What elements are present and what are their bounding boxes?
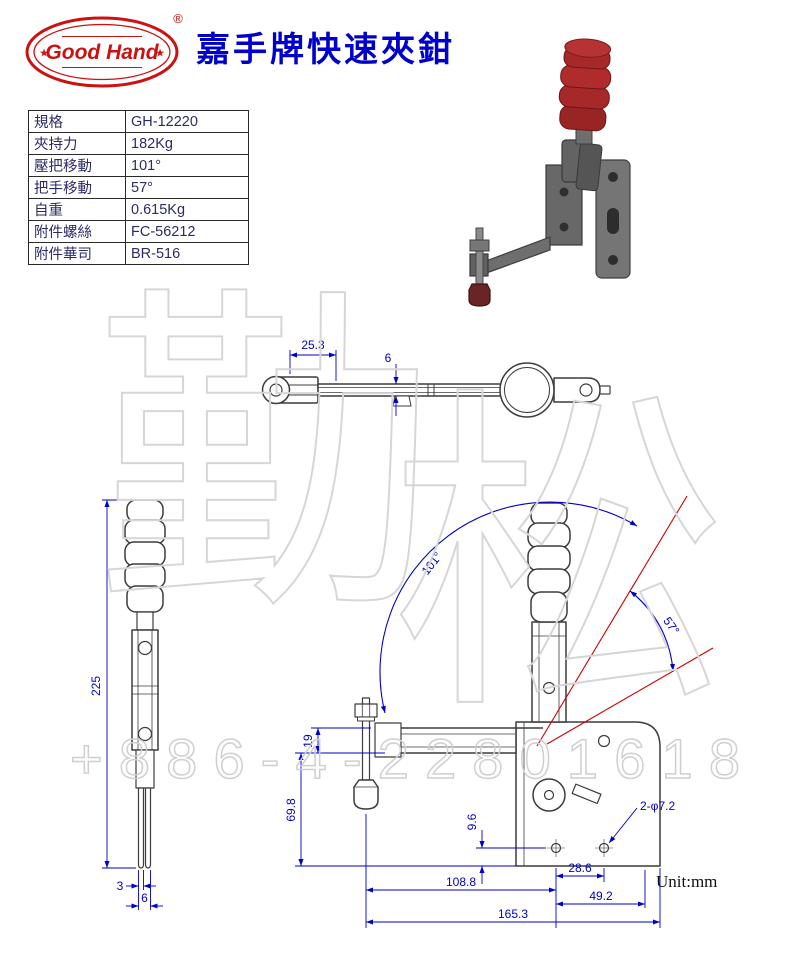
page-title: 嘉手牌快速夾鉗 <box>196 32 455 69</box>
table-row: 把手移動 57° <box>28 176 249 199</box>
spec-label: 自重 <box>28 198 126 221</box>
spec-label: 附件螺絲 <box>28 220 126 243</box>
dim-label-hole-to-edge: 49.2 <box>589 889 613 903</box>
spec-label: 規格 <box>28 110 126 133</box>
table-row: 自重 0.615Kg <box>28 198 249 221</box>
top-view-drawing: 25.3 6 <box>261 338 611 418</box>
table-row: 規格 GH-12220 <box>28 110 249 133</box>
top-view-part <box>261 362 611 418</box>
dim-label-bar-width: 6 <box>385 351 392 365</box>
dim-label-hole-offset: 9.6 <box>465 813 479 830</box>
front-view-part <box>353 502 661 867</box>
registered-mark: ® <box>173 11 183 26</box>
spec-table: 規格 GH-12220 夾持力 182Kg 壓把移動 101° 把手移動 57°… <box>28 110 249 265</box>
dim-label-top-width: 25.3 <box>301 338 325 352</box>
logo-brand-text: Good Hand <box>45 41 159 64</box>
spec-value: 0.615Kg <box>125 198 249 221</box>
table-row: 壓把移動 101° <box>28 154 249 177</box>
front-view-angle-arcs <box>379 501 675 714</box>
dim-label-hole-spacing: 28.6 <box>568 861 592 875</box>
angle-label-clamp-travel: 101° <box>419 549 445 577</box>
spindle-3d <box>468 227 491 307</box>
dim-label-spindle-to-hole: 108.8 <box>446 875 476 889</box>
table-row: 附件螺絲 FC-56212 <box>28 220 249 243</box>
spec-label: 夾持力 <box>28 132 126 155</box>
dim-label-height: 225 <box>89 676 103 696</box>
dim-label-plate-thickness: 3 <box>117 879 124 893</box>
side-view-drawing: 225 3 6 <box>89 499 166 910</box>
dim-label-arm-to-base: 69.8 <box>285 798 298 822</box>
spec-value: 101° <box>125 154 249 177</box>
mounting-plate-3d <box>595 159 631 279</box>
brand-logo: ★ ★ Good Hand ® <box>25 11 183 88</box>
top-view-dimensions <box>289 350 399 416</box>
dim-label-plate-total: 6 <box>141 891 148 905</box>
dim-label-overall-length: 165.3 <box>498 907 528 921</box>
logo-star-right-icon: ★ <box>155 48 165 60</box>
spec-label: 附件華司 <box>28 242 126 265</box>
holes-callout-label: 2-φ7.2 <box>640 799 675 813</box>
front-view-drawing: 101° 57° 19 69.8 9.6 28.6 108.8 49.2 165… <box>285 495 714 928</box>
toggle-head-3d <box>561 127 603 192</box>
spec-value: 57° <box>125 176 249 199</box>
side-view-dimensions <box>102 499 163 910</box>
spec-value: FC-56212 <box>125 220 249 243</box>
front-view-dimensions <box>295 727 661 928</box>
table-row: 附件華司 BR-516 <box>28 242 249 265</box>
spec-value: 182Kg <box>125 132 249 155</box>
spec-value: GH-12220 <box>125 110 249 133</box>
unit-label: Unit:mm <box>656 872 718 891</box>
clamp-photo-3d <box>468 38 631 307</box>
spec-value: BR-516 <box>125 242 249 265</box>
logo-star-left-icon: ★ <box>39 48 49 60</box>
side-view-part <box>124 499 166 869</box>
spec-label: 壓把移動 <box>28 154 126 177</box>
dim-label-arm-height: 19 <box>301 734 315 748</box>
table-row: 夾持力 182Kg <box>28 132 249 155</box>
red-grip-3d <box>558 38 612 132</box>
spec-label: 把手移動 <box>28 176 126 199</box>
